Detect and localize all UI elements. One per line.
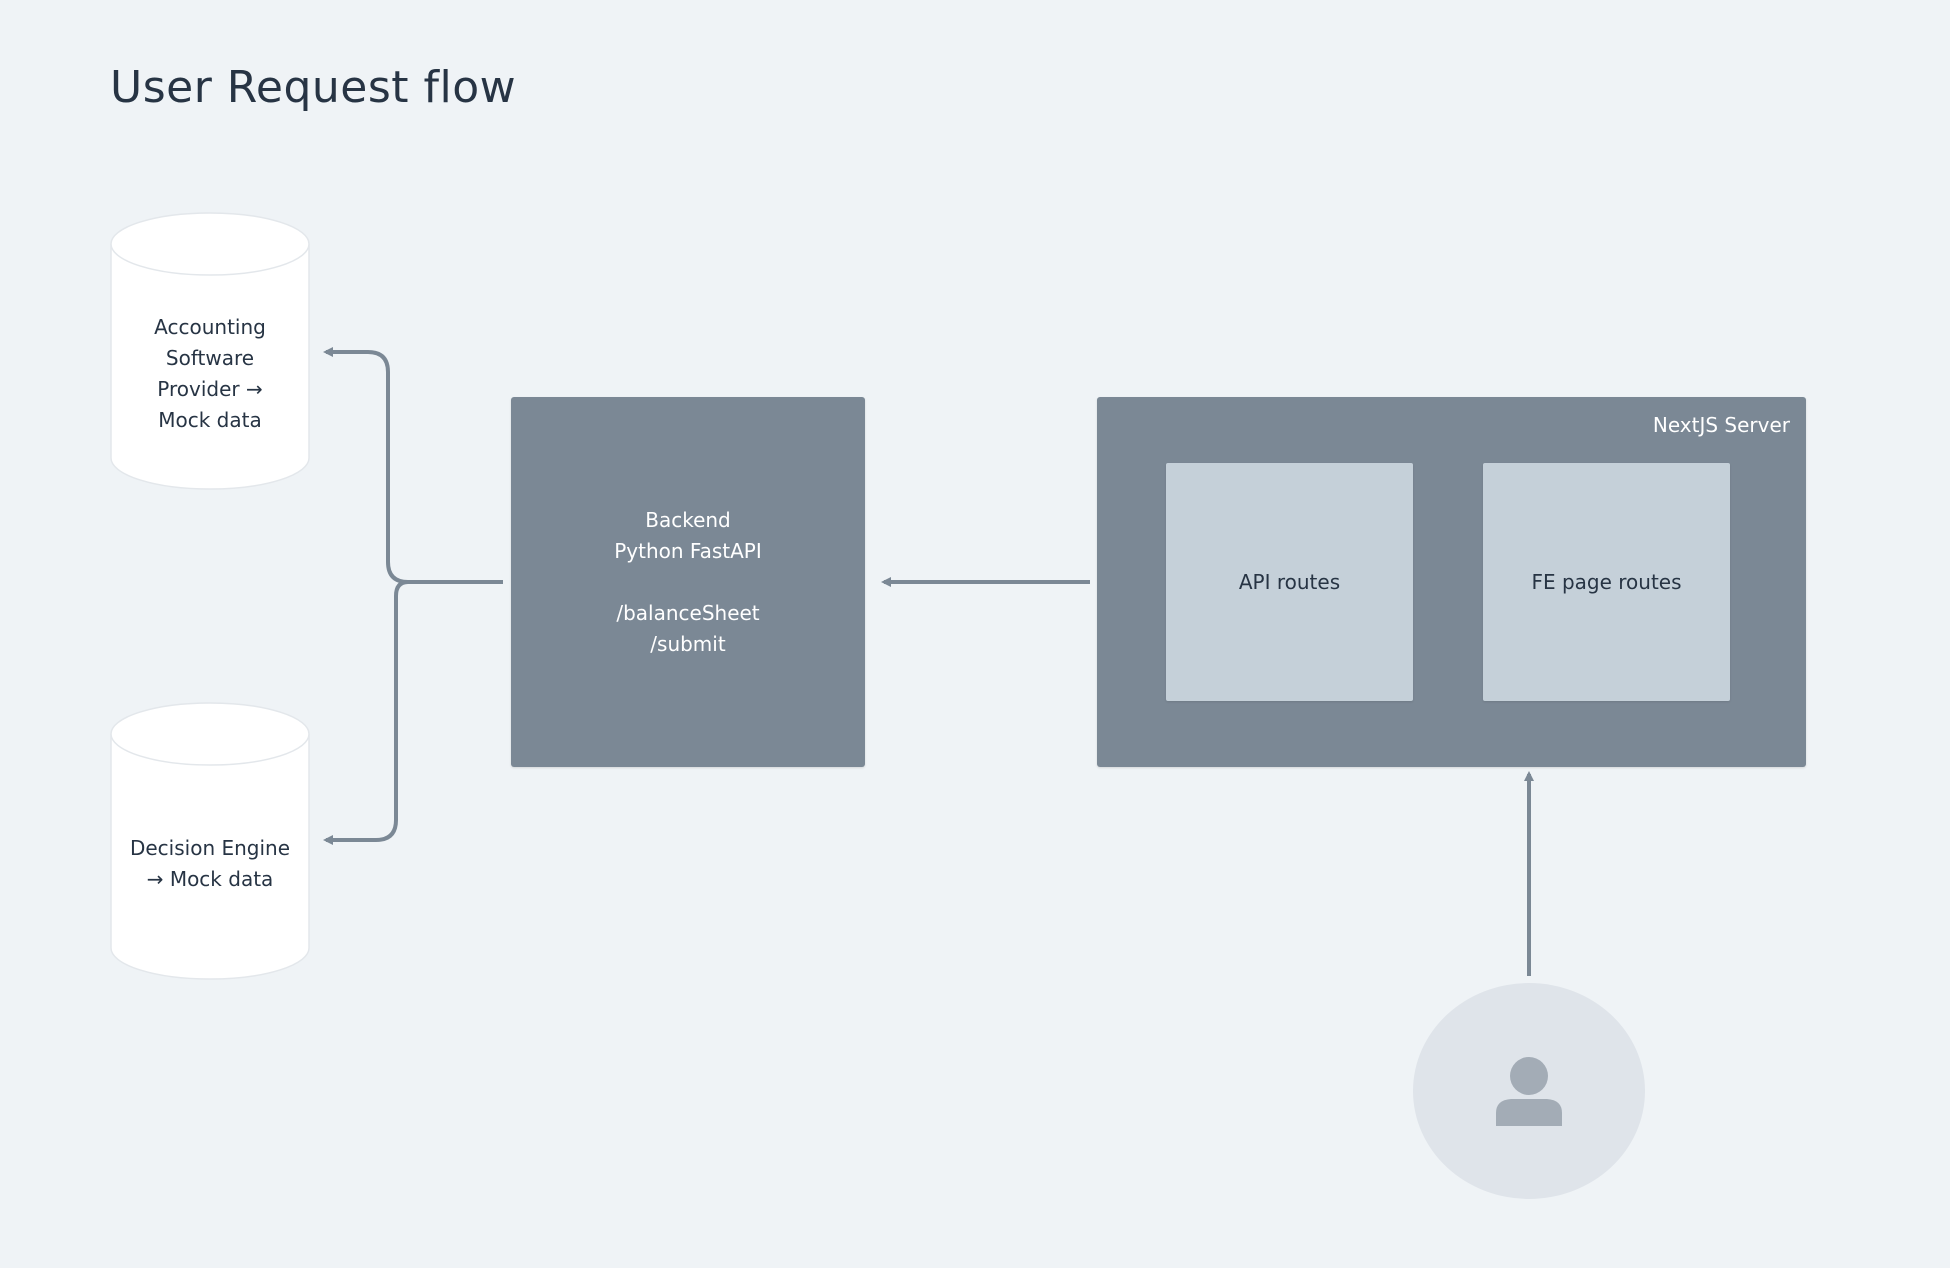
nextjs-server-box: NextJS Server API routes FE page routes xyxy=(1097,397,1806,767)
accounting-database: Accounting Software Provider → Mock data xyxy=(110,212,310,490)
api-routes-label: API routes xyxy=(1238,570,1341,594)
connector-backend-to-accounting xyxy=(323,347,503,584)
decision-engine-database: Decision Engine → Mock data xyxy=(110,702,310,980)
user-icon xyxy=(1496,1057,1562,1126)
accounting-database-label: Accounting Software Provider → Mock data xyxy=(154,315,266,432)
nextjs-server-label: NextJS Server xyxy=(1652,413,1790,437)
api-routes-box: API routes xyxy=(1166,463,1413,701)
fe-page-routes-label: FE page routes xyxy=(1531,570,1682,594)
connector-backend-to-decision-engine xyxy=(323,580,409,845)
user-node xyxy=(1413,983,1645,1199)
decision-engine-database-label: Decision Engine → Mock data xyxy=(129,836,291,891)
backend-label: Backend Python FastAPI /balanceSheet /su… xyxy=(614,508,762,656)
page-title: User Request flow xyxy=(110,62,517,113)
backend-box: Backend Python FastAPI /balanceSheet /su… xyxy=(511,397,865,767)
fe-page-routes-box: FE page routes xyxy=(1483,463,1730,701)
